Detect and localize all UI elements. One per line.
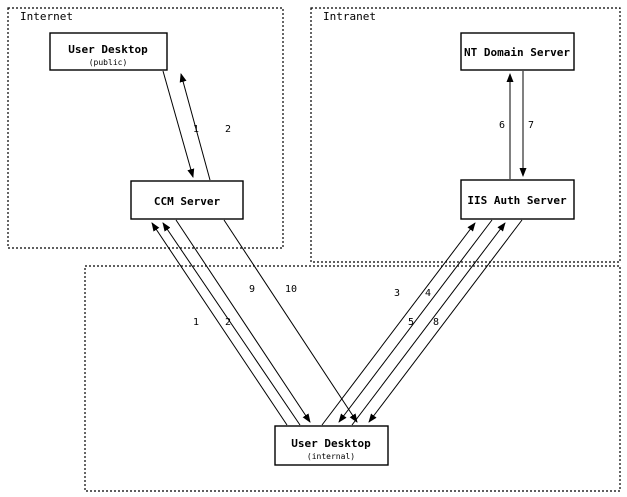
- edge-2b-ccm-to-internal: [223, 219, 358, 423]
- edge-label-5: 5: [408, 317, 414, 328]
- edge-label-6: 6: [499, 120, 505, 131]
- edge-label-8: 8: [433, 317, 439, 328]
- edge-2-ccm-to-public: [179, 73, 211, 181]
- node-ccm-server-box[interactable]: [130, 180, 244, 220]
- edge-4-iis-to-internal: [338, 219, 493, 423]
- edge-label-9: 9: [249, 284, 255, 295]
- flow-edges: [151, 70, 527, 426]
- zone-label-internet: Internet: [20, 10, 73, 23]
- edge-label-7: 7: [528, 120, 534, 131]
- node-user-desktop-internal[interactable]: User Desktop (internal): [274, 425, 389, 466]
- edge-1b-internal-to-ccm: [151, 222, 288, 426]
- node-user-desktop-internal-title: User Desktop: [291, 437, 371, 450]
- edge-10-ccm-to-internal: [175, 219, 311, 423]
- edge-label-3: 3: [394, 288, 400, 299]
- edge-label-1: 1: [193, 124, 199, 135]
- node-iis-auth-server-title: IIS Auth Server: [467, 194, 567, 207]
- node-user-desktop-internal-subtitle: (internal): [307, 452, 355, 461]
- zone-internet-box: [7, 7, 284, 249]
- node-user-desktop-public-title: User Desktop: [68, 43, 148, 56]
- flow-edge-labels: 1 2 6 7 3 4 5 8 9 10 1 2: [193, 120, 534, 328]
- node-iis-auth-server-box[interactable]: [460, 179, 575, 220]
- node-iis-auth-server[interactable]: IIS Auth Server: [460, 179, 575, 220]
- zone-intranet-box: [310, 7, 621, 263]
- node-nt-domain-server[interactable]: NT Domain Server: [460, 32, 575, 71]
- edge-label-2: 2: [225, 124, 231, 135]
- edge-8-iis-to-internal: [368, 219, 523, 423]
- zone-label-intranet: Intranet: [323, 10, 376, 23]
- edge-1-public-to-ccm: [162, 70, 195, 178]
- edge-label-2b: 2: [225, 317, 231, 328]
- node-user-desktop-public-subtitle: (public): [89, 58, 128, 67]
- node-user-desktop-public[interactable]: User Desktop (public): [49, 32, 168, 71]
- edge-label-4: 4: [425, 288, 431, 299]
- edge-3-internal-to-iis: [321, 222, 476, 426]
- node-user-desktop-public-box[interactable]: [49, 32, 168, 71]
- node-ccm-server[interactable]: CCM Server: [130, 180, 244, 220]
- node-user-desktop-internal-box[interactable]: [274, 425, 389, 466]
- edge-label-1b: 1: [193, 317, 199, 328]
- node-nt-domain-server-title: NT Domain Server: [464, 46, 570, 59]
- node-ccm-server-title: CCM Server: [154, 195, 221, 208]
- edge-5-internal-to-iis: [351, 222, 506, 426]
- node-nt-domain-server-box[interactable]: [460, 32, 575, 71]
- zone-boundaries: [7, 7, 621, 492]
- edge-9-internal-to-ccm: [162, 222, 301, 426]
- edge-label-10: 10: [285, 284, 297, 295]
